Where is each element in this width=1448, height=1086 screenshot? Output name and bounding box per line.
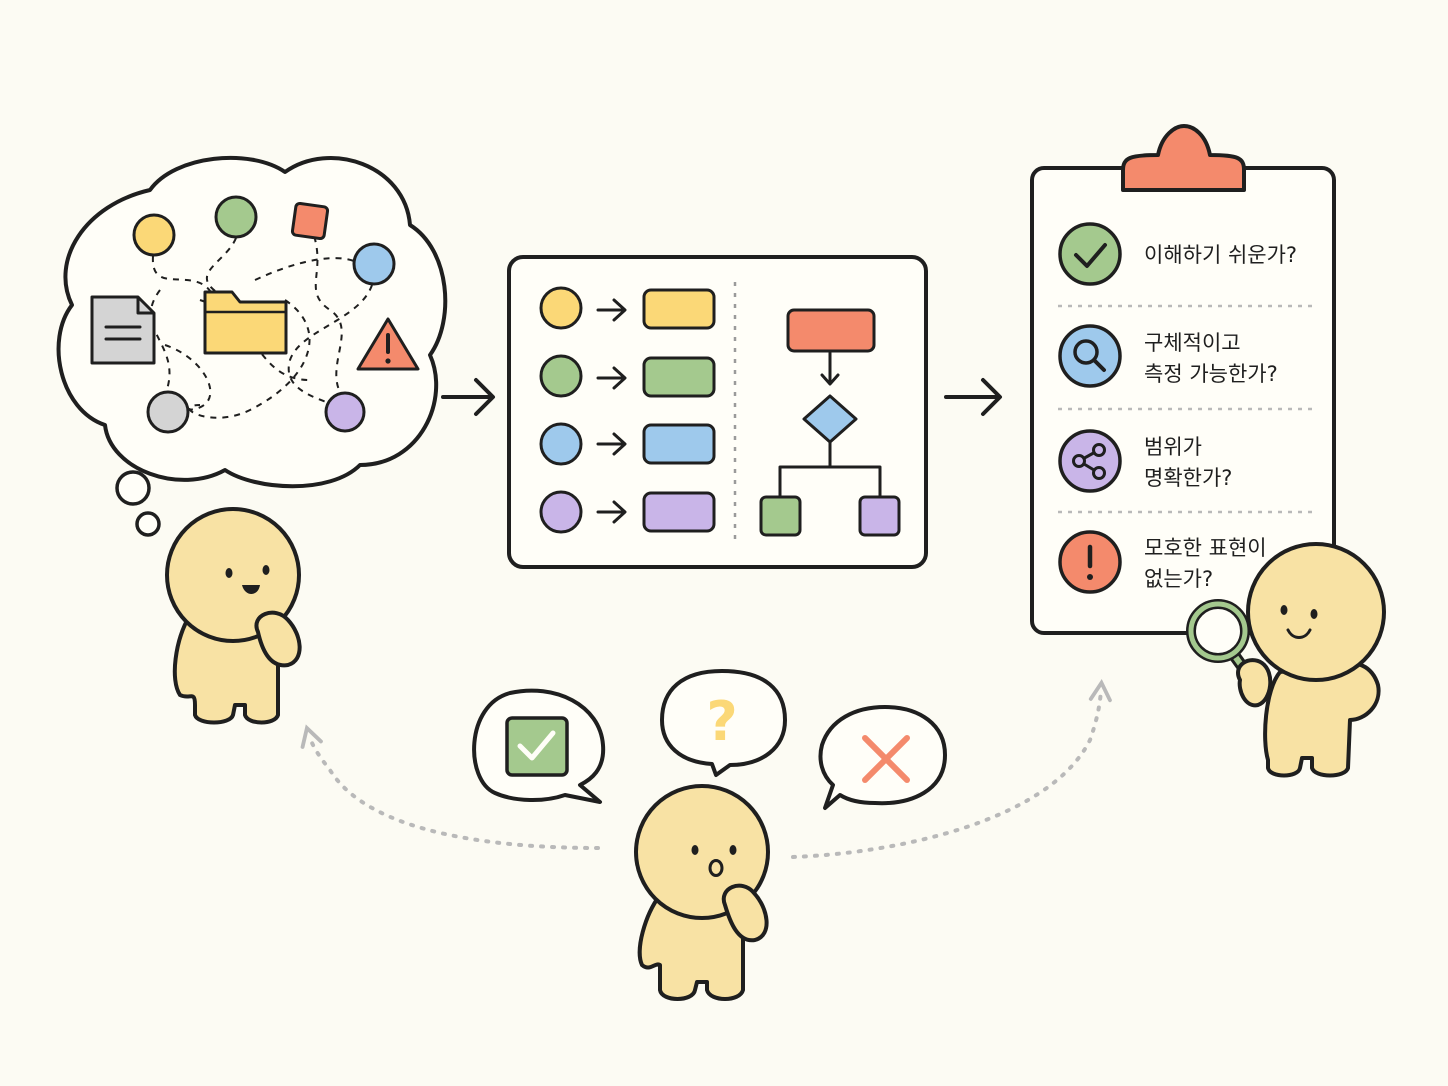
document-icon bbox=[90, 295, 156, 365]
clipboard-clip bbox=[1121, 124, 1246, 192]
flowchart bbox=[759, 308, 901, 537]
inspector-character bbox=[1186, 542, 1386, 778]
feedback-arrow-left bbox=[300, 724, 600, 850]
check-icon bbox=[1058, 222, 1122, 286]
checklist-item-scope: 범위가 명확한가? bbox=[1144, 435, 1233, 490]
mapping-row-purple bbox=[539, 490, 716, 534]
flowchart-left-node bbox=[759, 495, 802, 537]
arrow-cloud-to-process bbox=[441, 378, 495, 416]
cloud-red-square bbox=[290, 201, 330, 241]
flowchart-right-node bbox=[858, 495, 901, 537]
mapping-row-blue bbox=[539, 422, 716, 466]
thought-cloud bbox=[56, 155, 448, 489]
mapping-row-yellow bbox=[539, 286, 716, 330]
thinking-character bbox=[165, 507, 302, 725]
thought-bubble-large bbox=[115, 470, 151, 506]
warning-icon bbox=[356, 317, 420, 371]
checkbox-icon bbox=[505, 716, 569, 777]
speech-bubble-check bbox=[472, 688, 606, 804]
share-icon bbox=[1058, 429, 1122, 493]
cloud-dot-green bbox=[214, 195, 258, 239]
cloud-dot-yellow bbox=[132, 213, 176, 257]
checklist-item-ambiguity: 모호한 표현이 없는가? bbox=[1144, 536, 1267, 591]
cloud-dot-blue bbox=[352, 242, 396, 286]
process-box bbox=[507, 255, 928, 569]
checklist-item-measurable: 구체적이고 측정 가능한가? bbox=[1144, 331, 1278, 386]
folder-icon bbox=[203, 290, 288, 355]
exclamation-icon bbox=[1058, 530, 1122, 594]
flowchart-start-node bbox=[786, 308, 876, 353]
speech-bubble-question: ? bbox=[660, 669, 787, 777]
checklist-clipboard bbox=[1030, 124, 1336, 635]
checklist-item-understandable: 이해하기 쉬운가? bbox=[1144, 243, 1298, 267]
search-icon bbox=[1058, 324, 1122, 388]
cloud-dot-gray bbox=[146, 390, 190, 434]
wondering-character bbox=[634, 784, 770, 1001]
thought-bubble-small bbox=[135, 511, 161, 537]
arrow-process-to-checklist bbox=[944, 378, 1002, 416]
speech-bubble-cross bbox=[818, 705, 947, 810]
question-icon: ? bbox=[706, 690, 737, 753]
cross-icon bbox=[862, 735, 910, 783]
feedback-arrow-right bbox=[791, 678, 1112, 859]
mapping-row-green bbox=[539, 354, 716, 398]
cloud-dot-purple bbox=[324, 391, 366, 433]
